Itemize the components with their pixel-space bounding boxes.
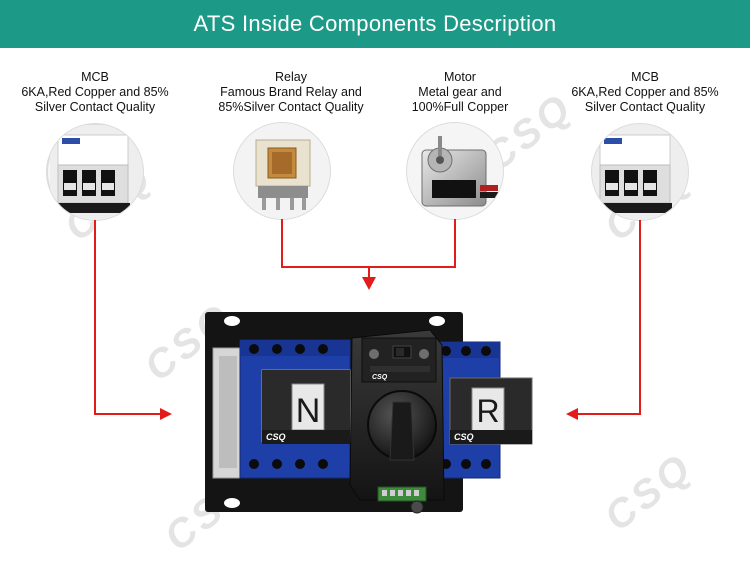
caption-title: Motor xyxy=(444,70,476,84)
caption-relay: Relay Famous Brand Relay and 85%Silver C… xyxy=(196,70,386,115)
arrow-right-icon xyxy=(160,408,172,420)
relay-photo xyxy=(233,122,331,220)
caption-line: Silver Contact Quality xyxy=(584,100,706,114)
module-letter-r: R xyxy=(476,393,499,429)
caption-line: 85%Silver Contact Quality xyxy=(218,100,364,114)
brand-label-panel: CSQ xyxy=(372,374,388,381)
caption-title: MCB xyxy=(631,70,659,84)
banner-title: ATS Inside Components Description xyxy=(193,11,557,36)
terminal-screws-top-right xyxy=(441,346,491,356)
mcb-right-photo xyxy=(591,123,689,221)
terminal-screws-bottom-left xyxy=(249,459,328,469)
caption-mcb-left: MCB 6KA,Red Copper and 85% Silver Contac… xyxy=(0,70,190,115)
caption-line: 6KA,Red Copper and 85% xyxy=(21,85,169,99)
connector-mcb-left xyxy=(94,220,160,415)
caption-line: 6KA,Red Copper and 85% xyxy=(571,85,719,99)
terminal-screws-bottom-right xyxy=(441,459,491,469)
connector-mcb-right xyxy=(578,220,641,415)
caption-line: 100%Full Copper xyxy=(411,100,509,114)
caption-motor: Motor Metal gear and 100%Full Copper xyxy=(365,70,555,115)
connector-relay-motor xyxy=(281,219,456,268)
motor-photo xyxy=(406,122,504,220)
caption-title: Relay xyxy=(275,70,307,84)
caption-line: Metal gear and xyxy=(418,85,502,99)
caption-mcb-right: MCB 6KA,Red Copper and 85% Silver Contac… xyxy=(550,70,740,115)
ats-device xyxy=(205,312,533,514)
arrow-down-icon xyxy=(362,277,376,290)
terminal-screws-top-left xyxy=(249,344,328,354)
caption-line: Silver Contact Quality xyxy=(34,100,156,114)
module-letter-n: N xyxy=(296,392,321,430)
caption-title: MCB xyxy=(81,70,109,84)
illustration: N R CSQ CSQ CSQ xyxy=(46,122,689,514)
mcb-left-photo xyxy=(46,123,144,221)
brand-label-left: CSQ xyxy=(266,432,286,442)
title-banner: ATS Inside Components Description xyxy=(0,0,750,48)
arrow-heads xyxy=(160,277,578,420)
connector-lines xyxy=(94,219,641,415)
caption-line: Famous Brand Relay and xyxy=(220,85,362,99)
arrow-left-icon xyxy=(566,408,578,420)
brand-label-right: CSQ xyxy=(454,432,474,442)
